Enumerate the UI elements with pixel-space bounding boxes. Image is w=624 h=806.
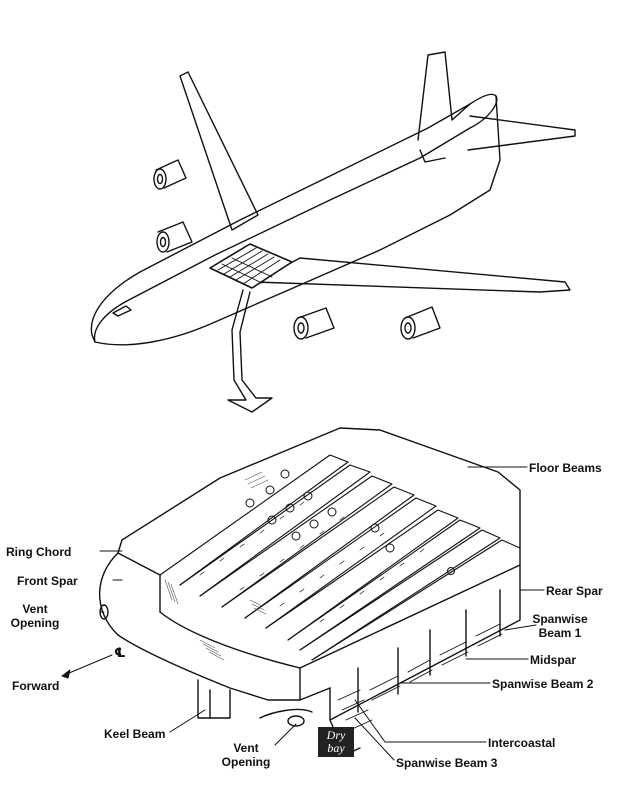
leader-spanwise-beam-1	[504, 624, 537, 631]
engine-far-inner	[156, 221, 193, 253]
center-wing-box-highlight	[209, 243, 293, 289]
label-front-spar: Front Spar	[17, 574, 78, 588]
leader-vent-opening-bottom	[274, 723, 297, 746]
fuselage	[90, 93, 498, 343]
cockpit-window	[112, 305, 132, 317]
beam-stiffeners	[199, 501, 425, 623]
label-centerline: ℄	[114, 645, 126, 660]
vent-opening-bottom	[287, 715, 305, 727]
horizontal-stabilizer	[467, 115, 576, 151]
lower-stiffeners	[337, 623, 503, 731]
vent-opening-bottom-rim	[259, 708, 313, 719]
label-vent-opening-bottom: Vent Opening	[221, 741, 271, 769]
shading	[164, 471, 269, 661]
forward-arrow	[61, 654, 113, 677]
forward-arrowhead	[61, 669, 71, 679]
callout-arrow	[227, 289, 273, 413]
label-forward: Forward	[12, 679, 60, 693]
label-midspar: Midspar	[530, 653, 577, 667]
vertical-tail	[417, 51, 471, 141]
near-wing	[254, 257, 571, 293]
engine-near-inner	[293, 307, 335, 340]
label-spanwise-beam-1: Spanwise Beam 1	[532, 612, 588, 640]
label-floor-beams: Floor Beams	[529, 461, 602, 475]
label-keel-beam: Keel Beam	[104, 727, 166, 741]
bottom-skin	[117, 634, 331, 701]
airplane-illustration	[90, 51, 576, 413]
engine-far-outer	[153, 159, 187, 190]
top-surface-outline	[117, 427, 521, 554]
fuselage-belly	[94, 95, 501, 346]
floor-beams	[159, 454, 521, 661]
rear-spar-lower	[329, 564, 521, 721]
stabilizer-stub	[419, 149, 446, 163]
label-vent-opening-left: Vent Opening	[10, 602, 60, 630]
front-end-cap	[98, 552, 119, 636]
far-wing	[179, 71, 259, 231]
front-spar-face	[117, 552, 161, 613]
bottom-skin-curve	[159, 611, 301, 669]
leader-spanwise-beam-3	[354, 717, 395, 761]
label-rear-spar: Rear Spar	[546, 584, 603, 598]
lightening-holes	[245, 469, 455, 575]
keel-beam	[197, 679, 231, 719]
label-spanwise-beam-3: Spanwise Beam 3	[396, 756, 498, 770]
wing-box-cutaway	[98, 427, 521, 756]
engine-near-outer	[400, 306, 441, 340]
label-spanwise-beam-2: Spanwise Beam 2	[492, 677, 594, 691]
leader-intercoastal	[354, 699, 487, 743]
rear-spar	[299, 547, 521, 701]
label-intercoastal: Intercoastal	[488, 736, 556, 750]
label-ring-chord: Ring Chord	[6, 545, 72, 559]
leader-lines	[61, 466, 545, 761]
leader-keel-beam	[169, 709, 206, 733]
label-dry-bay: Dry bay	[318, 727, 354, 757]
